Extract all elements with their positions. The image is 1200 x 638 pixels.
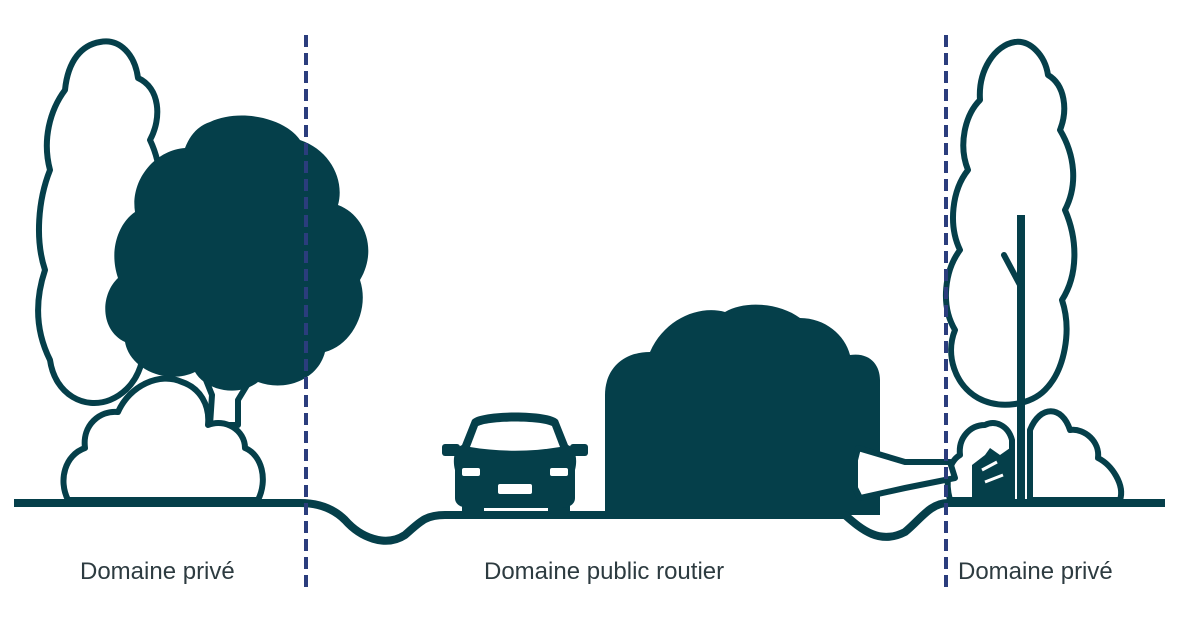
right-poplar-tree: [942, 38, 1078, 408]
tree-stump: [972, 448, 1012, 500]
right-poplar-trunk: [1017, 215, 1025, 505]
car-headlight-right: [550, 468, 568, 476]
car: [442, 412, 588, 514]
zone-label-public-road: Domaine public routier: [484, 558, 725, 585]
left-round-tree-canopy: [105, 115, 369, 391]
left-bush: [60, 375, 266, 503]
car-windshield: [470, 421, 560, 451]
right-bush-right: [1027, 408, 1125, 503]
zone-label-private-right: Domaine privé: [958, 558, 1113, 585]
stump-cut-marks: [981, 460, 1004, 484]
car-mirror-left: [442, 444, 460, 456]
car-mirror-right: [570, 444, 588, 456]
right-poplar-branch: [1001, 252, 1023, 288]
fallen-trunk: [852, 445, 958, 501]
ground-line: [14, 499, 1165, 545]
car-roof-light: [505, 428, 525, 434]
zone-label-private-left: Domaine privé: [80, 558, 235, 585]
car-headlight-left: [462, 468, 480, 476]
hedge-bush: [605, 304, 880, 515]
car-plate: [498, 484, 532, 494]
